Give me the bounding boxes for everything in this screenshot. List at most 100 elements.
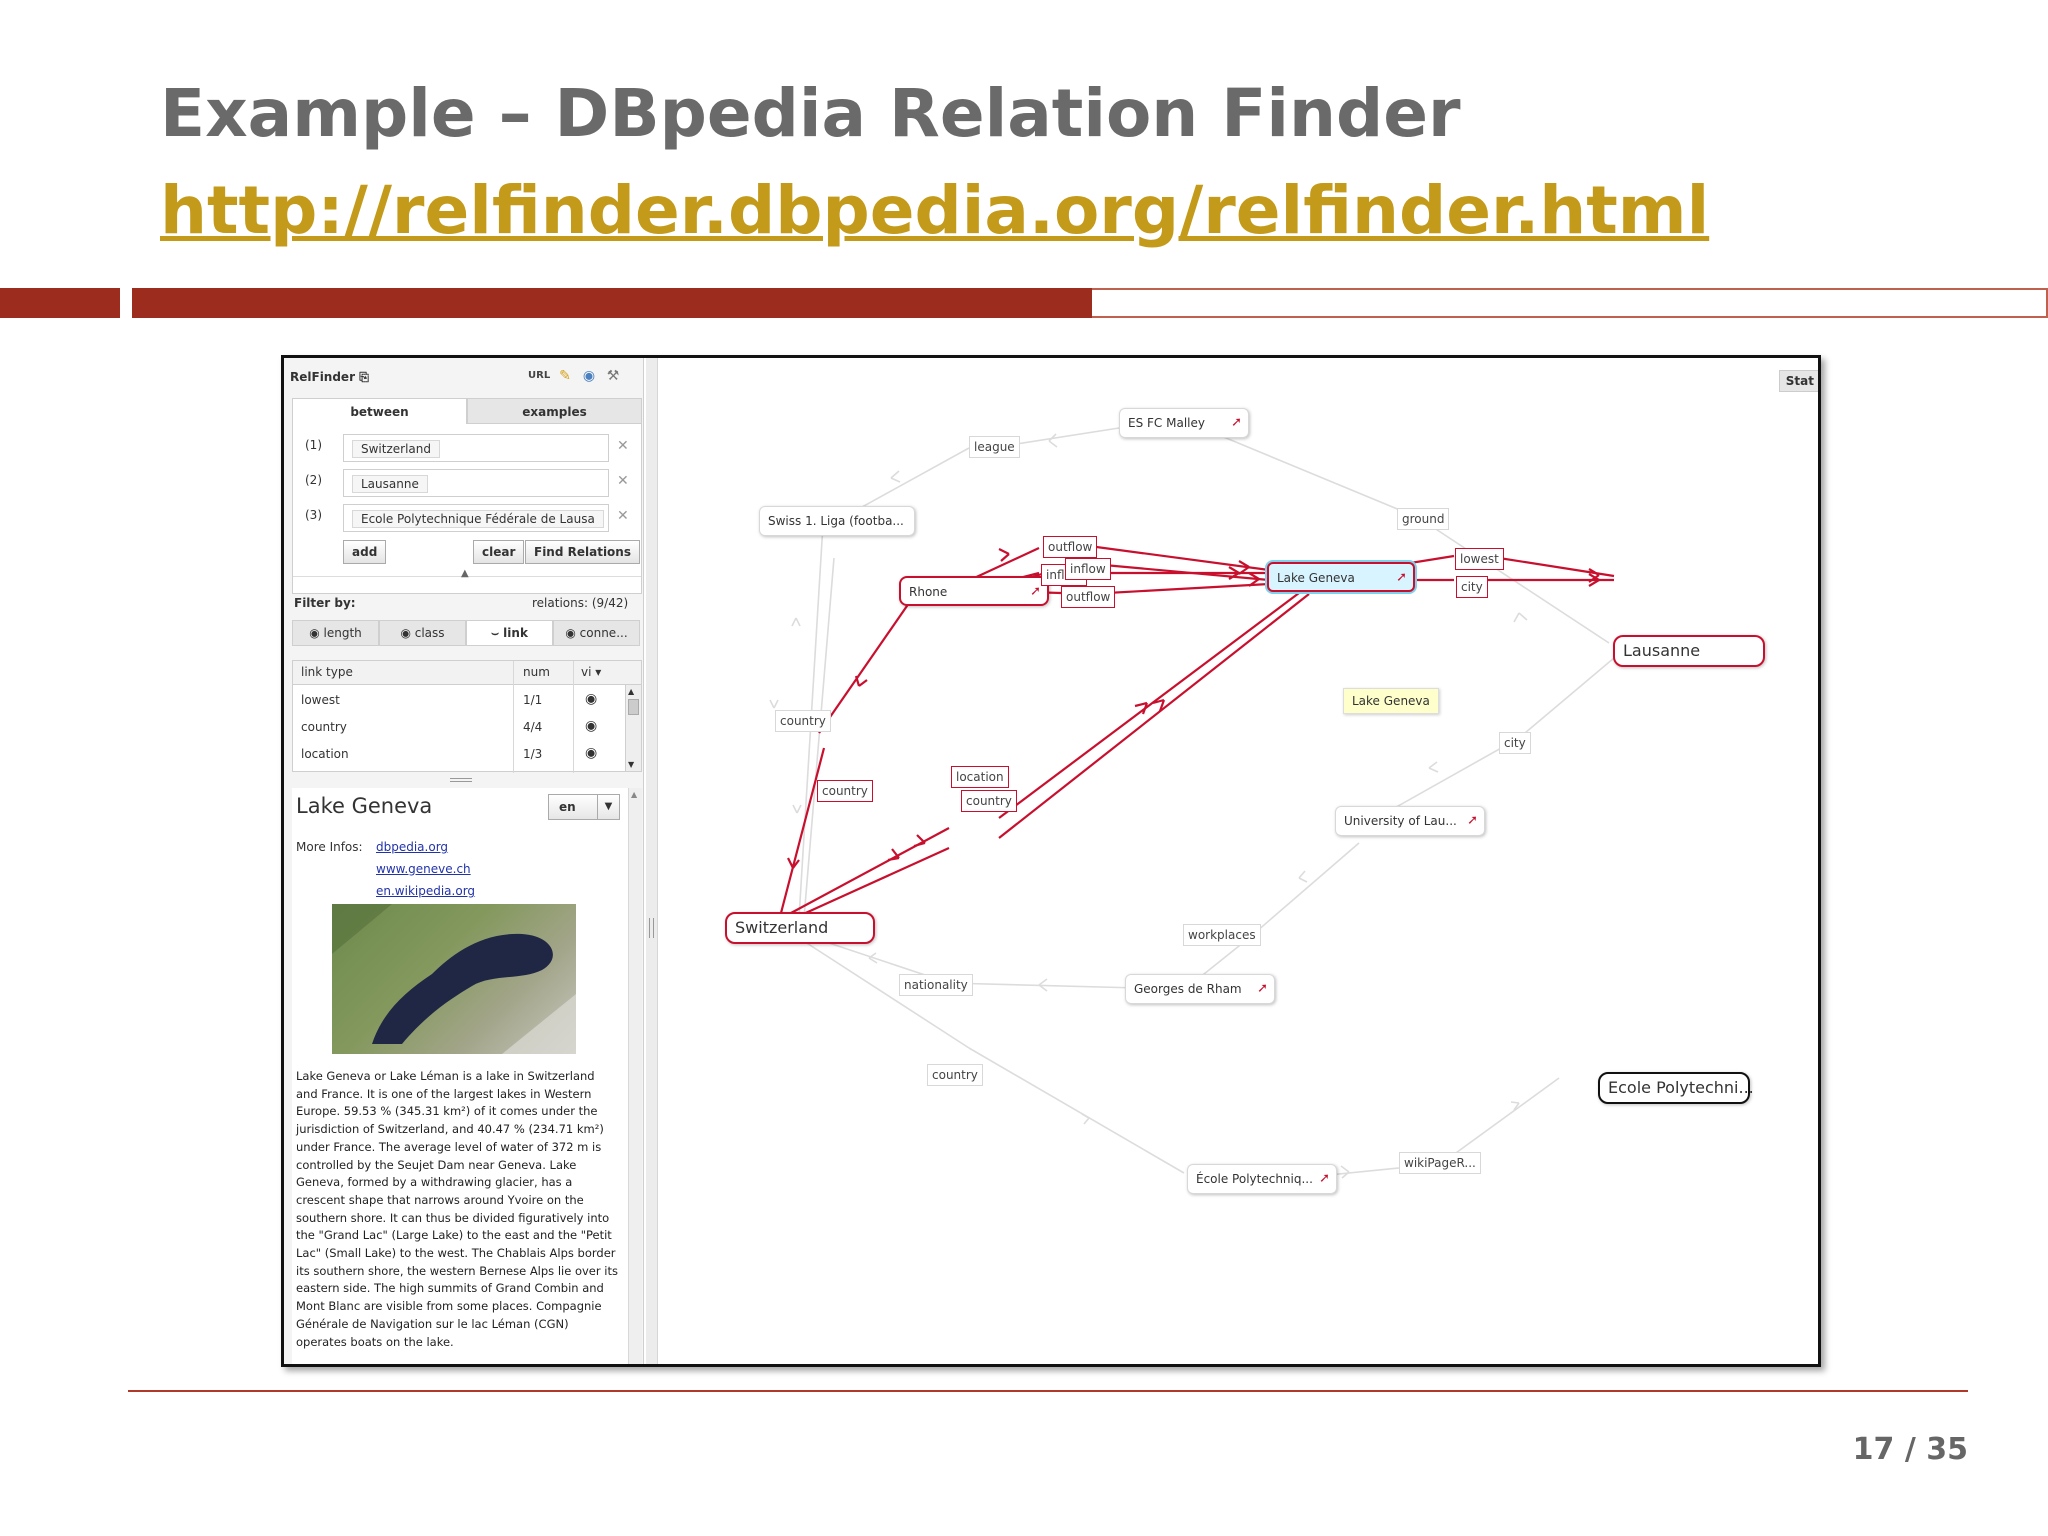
edge-label-outflow[interactable]: outflow	[1061, 586, 1116, 608]
edge-outflow-lake	[1088, 544, 1270, 572]
node-es-fc-malley[interactable]: ES FC Malley➚	[1119, 408, 1249, 438]
edge-label-nationality[interactable]: nationality	[899, 974, 973, 996]
panel-splitter[interactable]	[646, 358, 658, 1364]
eye-icon[interactable]: ◉	[585, 691, 598, 707]
eye-icon: ◉	[565, 626, 576, 640]
relfinder-url-link[interactable]: http://relfinder.dbpedia.org/relfinder.h…	[160, 172, 1710, 249]
logo-sign-icon: ⎘	[359, 370, 369, 384]
filter-label: Filter by:	[294, 596, 356, 610]
link-type-cell: lowest	[301, 693, 340, 707]
broom-icon[interactable]: ✎	[559, 368, 571, 384]
url-button[interactable]: URL	[528, 370, 551, 381]
clear-button[interactable]: clear	[473, 540, 525, 564]
tab-examples[interactable]: examples	[467, 398, 642, 424]
pin-icon[interactable]: ➚	[1257, 981, 1268, 996]
node-georges-de-rham[interactable]: Georges de Rham➚	[1125, 974, 1275, 1004]
node-switzerland[interactable]: Switzerland	[725, 912, 875, 944]
filter-tabs: ◉ length ◉ class ⌣ link ◉ conne...	[292, 620, 642, 646]
eye-icon[interactable]: ◉	[585, 718, 598, 734]
header-link-type[interactable]: link type	[301, 665, 353, 679]
pin-icon[interactable]: ➚	[1030, 584, 1041, 599]
pin-icon[interactable]: ➚	[1319, 1171, 1330, 1186]
edge-label-inflow[interactable]: inflow	[1065, 558, 1111, 580]
filter-tab-connectivity[interactable]: ◉ conne...	[553, 620, 640, 646]
pin-icon[interactable]: ➚	[1467, 813, 1478, 828]
splitter-up-icon[interactable]: ▲	[461, 568, 469, 579]
panel-tabs: between examples	[292, 398, 642, 424]
more-infos-label: More Infos:	[296, 840, 363, 854]
edge-label-country[interactable]: country	[817, 780, 873, 802]
relation-graph[interactable]: Stat ES FC Malley➚ Swiss 1. Liga (footba…	[659, 358, 1818, 1364]
header-bar-outline	[1092, 288, 2048, 318]
panel-resize-grip[interactable]	[450, 778, 472, 782]
node-rhone[interactable]: Rhone➚	[899, 576, 1049, 606]
add-button[interactable]: add	[343, 540, 387, 564]
scroll-up-icon[interactable]: ▲	[628, 687, 635, 696]
scroll-up-icon[interactable]: ▲	[631, 790, 638, 799]
node-lausanne[interactable]: Lausanne	[1613, 635, 1765, 667]
link-wikipedia[interactable]: en.wikipedia.org	[376, 884, 476, 898]
edge-malley-ground	[1213, 432, 1420, 519]
graph-edges	[769, 413, 1615, 1179]
entity-input-1[interactable]: Switzerland	[343, 434, 609, 462]
pin-icon[interactable]: ➚	[1396, 570, 1407, 585]
eye-icon[interactable]: ◉	[585, 745, 598, 761]
remove-entity-1-icon[interactable]: ✕	[617, 438, 629, 454]
edge-lake-outflow-bottom	[1106, 582, 1270, 595]
detail-scrollbar[interactable]: ▲	[628, 788, 642, 1364]
edge-label-workplaces[interactable]: workplaces	[1183, 924, 1261, 946]
edge-inflow-b-lake	[1103, 563, 1270, 582]
edge-label-ground[interactable]: ground	[1397, 508, 1450, 530]
edge-label-outflow[interactable]: outflow	[1043, 536, 1098, 558]
link-dbpedia[interactable]: dbpedia.org	[376, 840, 449, 854]
filter-tab-class[interactable]: ◉ class	[379, 620, 466, 646]
edge-label-city[interactable]: city	[1456, 576, 1488, 598]
edge-label-wikipage[interactable]: wikiPageR...	[1399, 1152, 1481, 1174]
edge-georges-nationality	[948, 982, 1140, 989]
chevron-down-icon: ▼	[597, 795, 619, 819]
edge-university-workplaces	[1248, 842, 1360, 939]
splitter-grip[interactable]	[649, 918, 654, 938]
entity-input-3[interactable]: Ecole Polytechnique Fédérale de Lausa	[343, 504, 609, 532]
filter-tab-link[interactable]: ⌣ link	[466, 620, 553, 646]
edge-label-city[interactable]: city	[1499, 732, 1531, 754]
eye-closed-icon: ⌣	[491, 626, 499, 640]
num-cell: 1/3	[523, 747, 543, 761]
wrench-icon[interactable]: ⚒	[606, 368, 620, 384]
edge-label-location[interactable]: location	[951, 766, 1009, 788]
header-bar-left	[0, 288, 120, 318]
node-ecole-polytechnique[interactable]: Ecole Polytechni...	[1598, 1072, 1754, 1104]
edge-switzerland-country-mid	[798, 846, 950, 918]
info-globe-icon[interactable]: ◉	[582, 368, 596, 384]
pin-icon[interactable]: ➚	[1231, 415, 1242, 430]
remove-entity-2-icon[interactable]: ✕	[617, 473, 629, 489]
node-ecole-polytechnique-fr[interactable]: École Polytechniq...➚	[1187, 1164, 1337, 1194]
header-visible[interactable]: vi ▾	[581, 665, 602, 679]
tab-between[interactable]: between	[292, 398, 467, 424]
scroll-down-icon[interactable]: ▼	[628, 760, 635, 769]
header-num[interactable]: num	[523, 665, 550, 679]
find-relations-button[interactable]: Find Relations	[525, 540, 640, 564]
edge-label-country[interactable]: country	[961, 790, 1017, 812]
relfinder-screenshot: RelFinder ⎘ URL ✎ ◉ ⚒ between examples (…	[281, 355, 1821, 1367]
detail-description: Lake Geneva or Lake Léman is a lake in S…	[296, 1069, 618, 1349]
entity-detail: Lake Geneva en ▼ More Infos: dbpedia.org…	[292, 788, 628, 1364]
node-university[interactable]: University of Lau...➚	[1335, 806, 1485, 836]
edge-country-ecolefr	[968, 1047, 1185, 1174]
filter-tab-length[interactable]: ◉ length	[292, 620, 379, 646]
edge-label-league[interactable]: league	[969, 436, 1020, 458]
grid-scrollbar[interactable]: ▲ ▼	[625, 685, 641, 771]
node-lake-geneva[interactable]: Lake Geneva➚	[1267, 562, 1415, 592]
entity-input-2[interactable]: Lausanne	[343, 469, 609, 497]
language-select[interactable]: en ▼	[548, 794, 620, 820]
entity-chip: Ecole Polytechnique Fédérale de Lausa	[352, 510, 604, 528]
edge-label-lowest[interactable]: lowest	[1455, 548, 1504, 570]
remove-entity-3-icon[interactable]: ✕	[617, 508, 629, 524]
edge-label-country[interactable]: country	[927, 1064, 983, 1086]
node-swiss-liga[interactable]: Swiss 1. Liga (footba...	[759, 506, 915, 536]
edge-switzerland-swissliga	[803, 557, 835, 919]
scroll-thumb[interactable]	[628, 699, 639, 715]
statistics-button[interactable]: Stat	[1778, 370, 1818, 392]
edge-label-country[interactable]: country	[775, 710, 831, 732]
link-geneve[interactable]: www.geneve.ch	[376, 862, 471, 876]
